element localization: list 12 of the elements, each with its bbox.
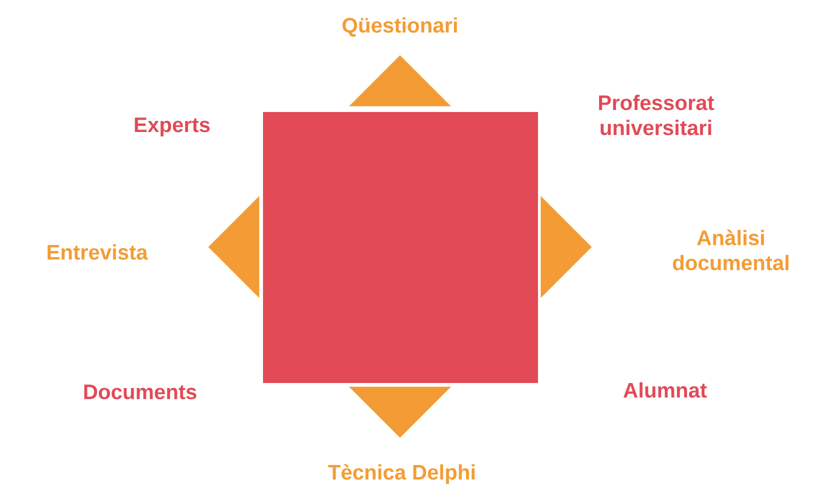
triangle-marker [208, 196, 260, 298]
label: Anàlisi documental [672, 230, 788, 270]
label: Tècnica Delphi [328, 464, 475, 484]
triangle-marker [349, 386, 451, 438]
square [263, 112, 538, 383]
label: Entrevista [48, 244, 148, 260]
label: Professorat universitari [599, 94, 714, 136]
triangle-marker [349, 55, 451, 106]
label: Documents [84, 384, 196, 400]
triangle-marker [540, 196, 592, 298]
label: Alumnat [624, 382, 707, 398]
label: Experts [134, 118, 210, 136]
